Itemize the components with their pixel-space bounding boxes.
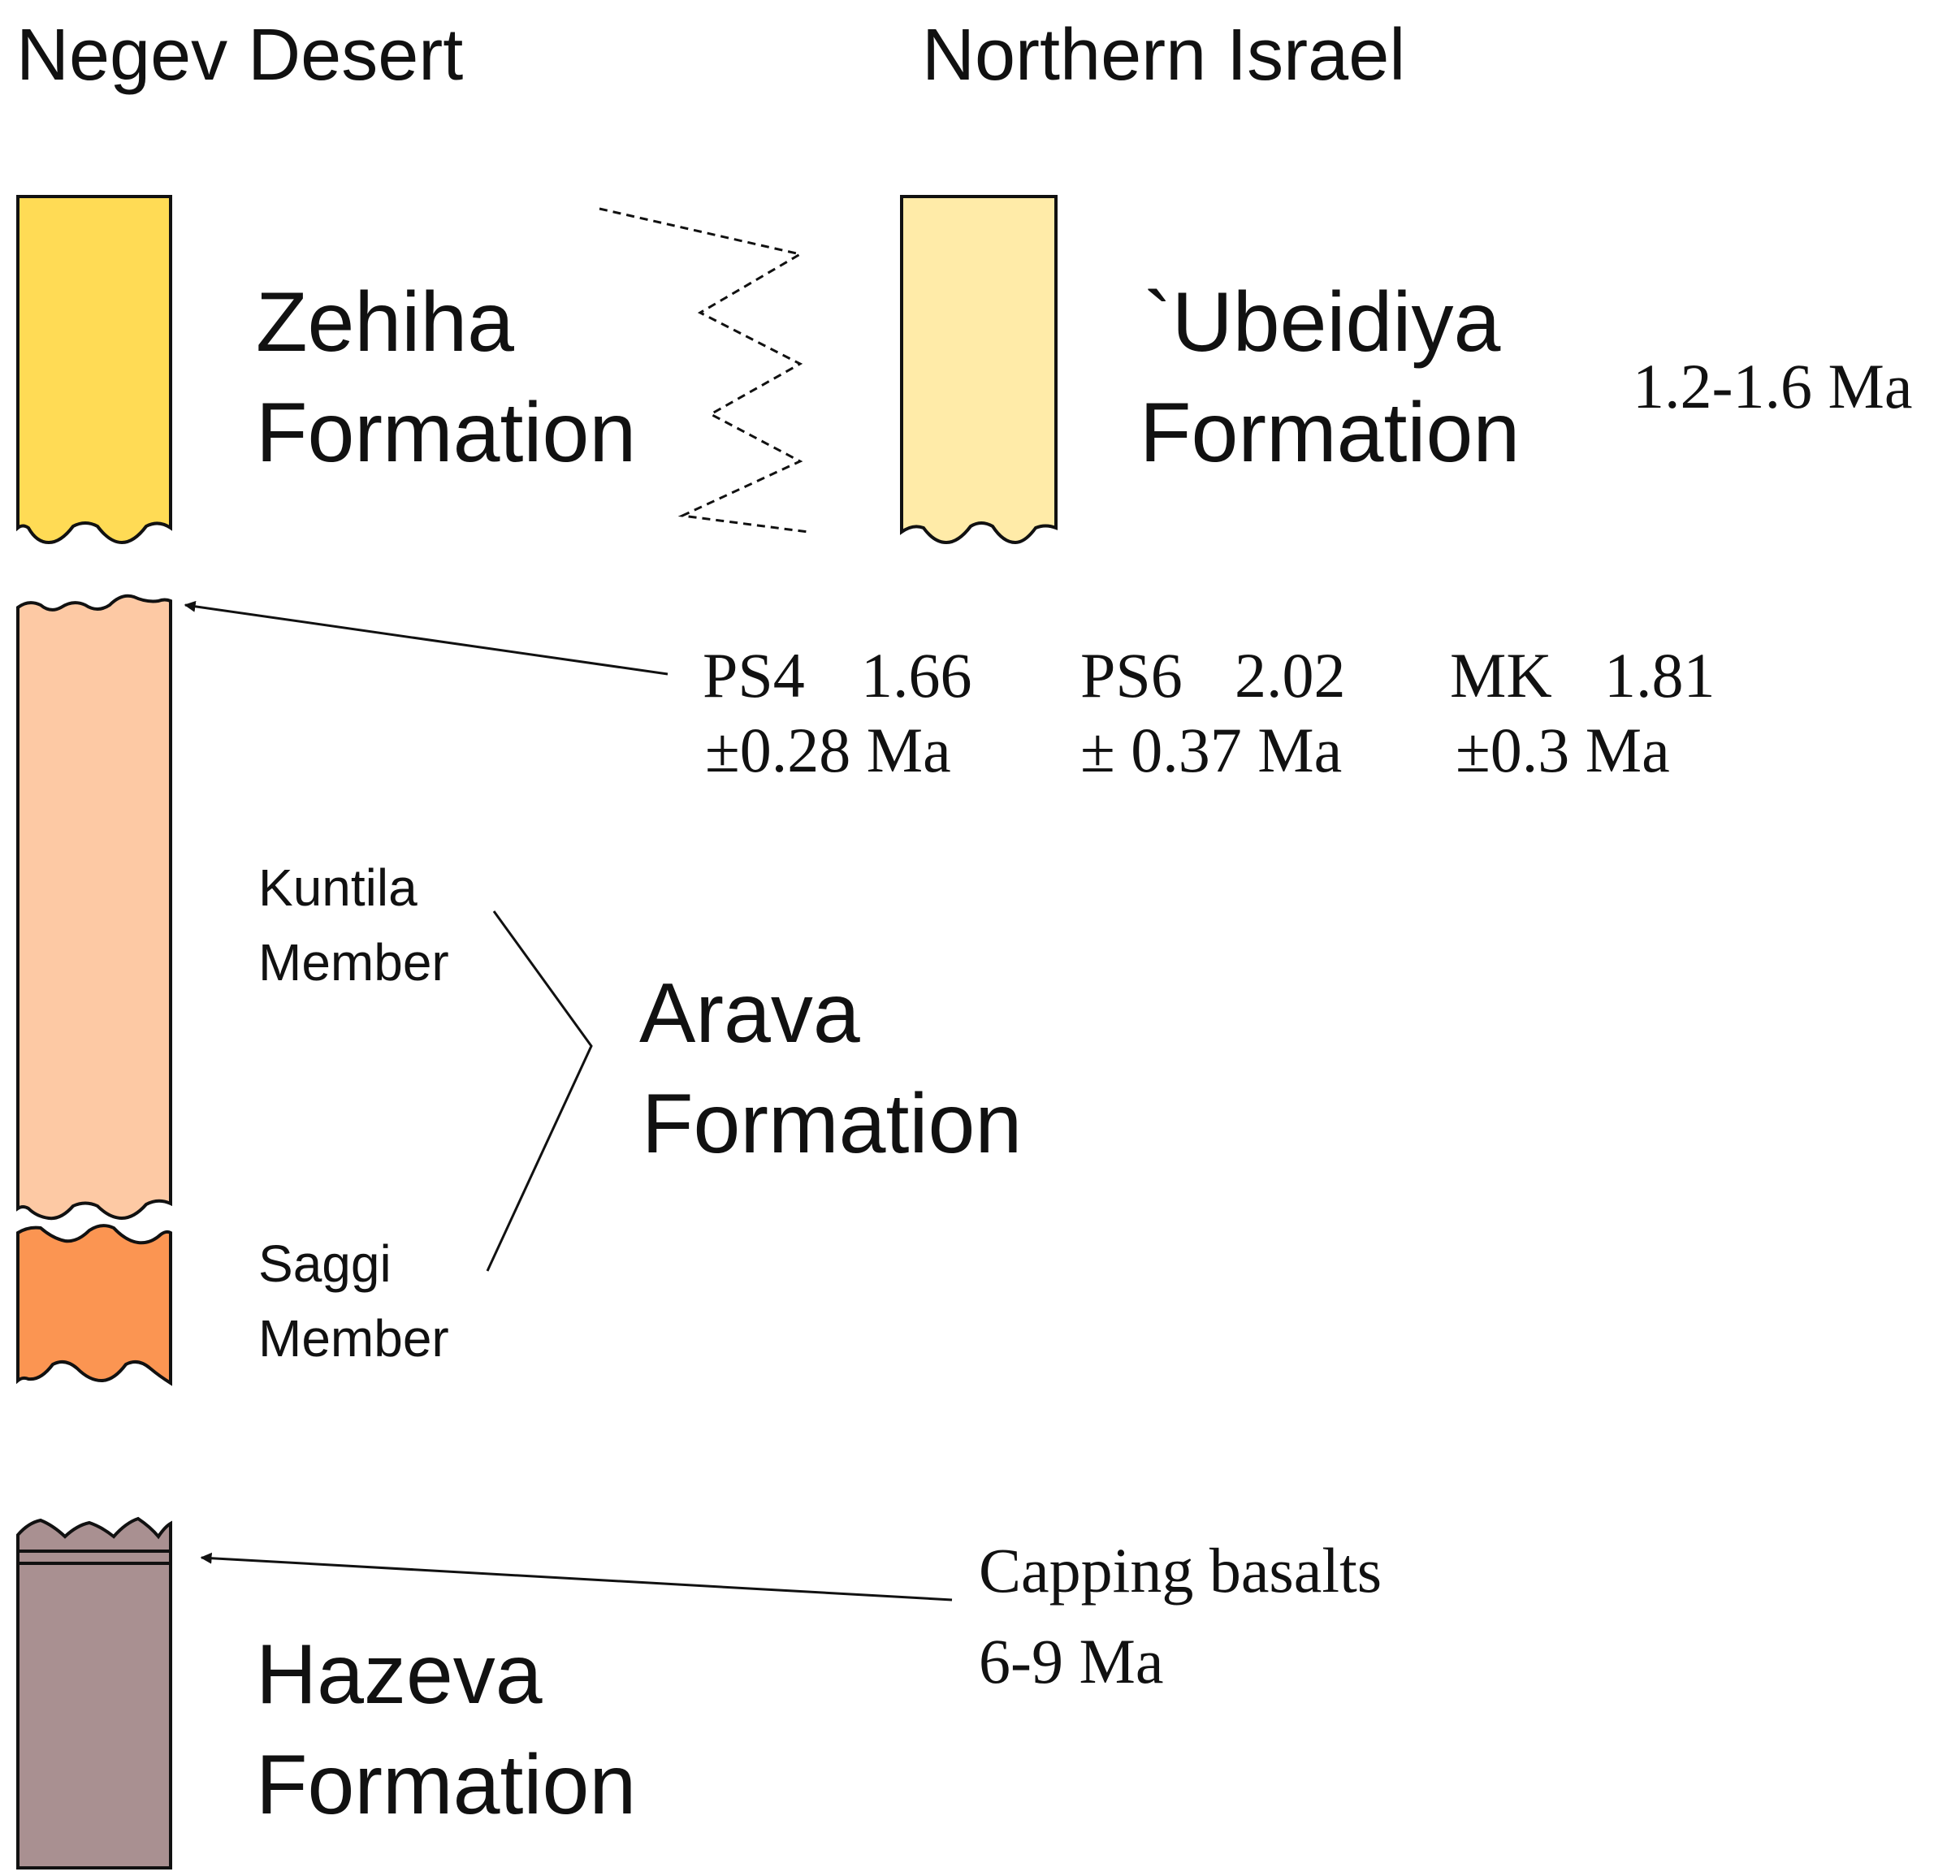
kuntila-member-column bbox=[16, 594, 172, 1221]
date-sample-name: MK bbox=[1450, 640, 1552, 711]
negev-desert-heading: Negev Desert bbox=[16, 15, 463, 96]
saggi-member-column bbox=[16, 1224, 172, 1386]
date-PS4: PS4 1.66 ±0.28 Ma bbox=[703, 640, 972, 785]
hazeva-column bbox=[16, 1516, 172, 1870]
date-error-value: ±0.3 Ma bbox=[1456, 715, 1670, 785]
ubeidiya-formation-label-line2: Formation bbox=[1140, 386, 1520, 480]
zehiha-formation-label-line2: Formation bbox=[256, 386, 636, 480]
saggi-member-label-line1: Saggi bbox=[258, 1234, 392, 1293]
zehiha-formation-label-line1: Zehiha bbox=[256, 275, 514, 370]
ubeidiya-column bbox=[900, 195, 1058, 545]
date-age-value: 1.81 bbox=[1604, 640, 1716, 711]
arava-members-bracket bbox=[486, 910, 593, 1272]
zehiha-column bbox=[16, 195, 172, 545]
basalts-arrow bbox=[200, 1552, 953, 1602]
correlation-zigzag-line bbox=[599, 207, 809, 534]
saggi-member-label-line2: Member bbox=[258, 1309, 449, 1368]
capping-basalts-label-line1: Capping basalts bbox=[979, 1535, 1382, 1606]
date-PS6: PS6 2.02 ± 0.37 Ma bbox=[1080, 640, 1346, 785]
arava-formation-label-line1: Arava bbox=[639, 966, 860, 1061]
date-age-value: 2.02 bbox=[1235, 640, 1346, 711]
kuntila-member-label-line1: Kuntila bbox=[258, 858, 418, 917]
date-error-value: ± 0.37 Ma bbox=[1080, 715, 1342, 785]
hazeva-formation-label-line2: Formation bbox=[256, 1738, 636, 1832]
kuntila-member-label-line2: Member bbox=[258, 933, 449, 992]
date-sample-name: PS6 bbox=[1080, 640, 1183, 711]
arava-formation-label-line2: Formation bbox=[642, 1077, 1022, 1171]
date-age-value: 1.66 bbox=[861, 640, 972, 711]
dates-arrow bbox=[184, 600, 668, 676]
ubeidiya-formation-label-line1: `Ubeidiya bbox=[1144, 275, 1500, 370]
capping-basalts-label-line2: 6-9 Ma bbox=[979, 1626, 1163, 1697]
northern-israel-heading: Northern Israel bbox=[922, 15, 1405, 96]
date-sample-name: PS4 bbox=[703, 640, 805, 711]
date-MK: MK 1.81 ±0.3 Ma bbox=[1450, 640, 1716, 785]
date-error-value: ±0.28 Ma bbox=[705, 715, 951, 785]
ubeidiya-age-label: 1.2-1.6 Ma bbox=[1633, 351, 1912, 421]
hazeva-formation-label-line1: Hazeva bbox=[256, 1627, 543, 1722]
